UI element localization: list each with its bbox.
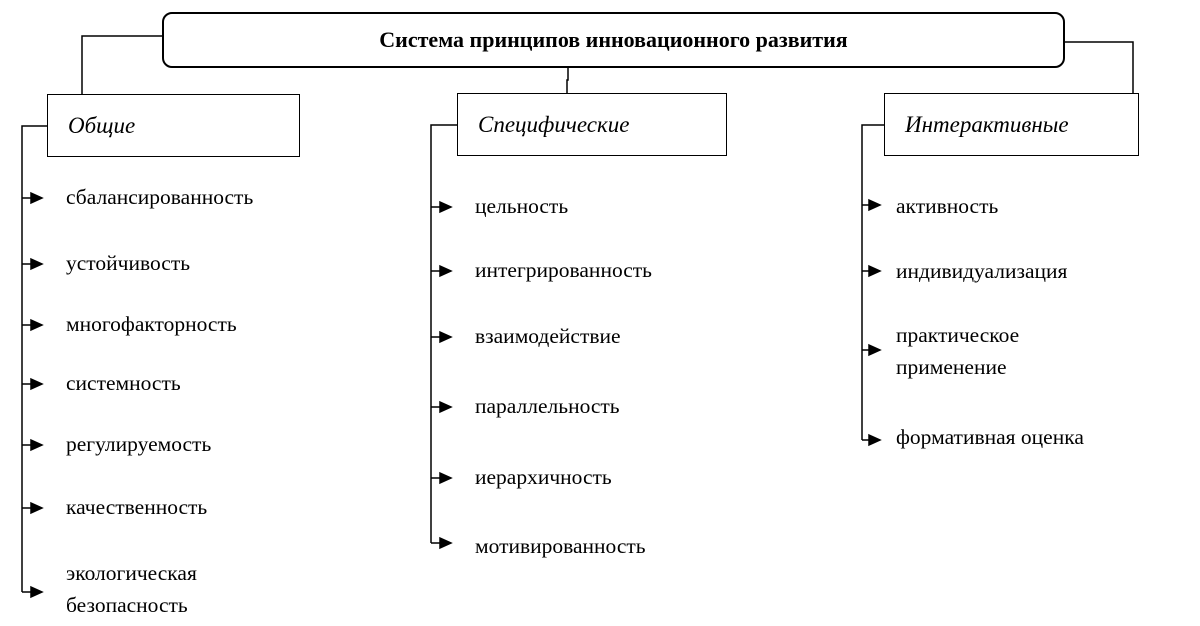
category-label: Интерактивные — [905, 111, 1069, 137]
list-item: устойчивость — [66, 251, 191, 275]
list-item: сбалансированность — [66, 185, 254, 209]
list-item: цельность — [475, 194, 569, 218]
root-title: Система принципов инновационного развити… — [379, 27, 848, 52]
root-node: Система принципов инновационного развити… — [162, 12, 1065, 68]
list-item: параллельность — [475, 394, 620, 418]
list-item: интегрированность — [475, 258, 652, 282]
list-item: качественность — [66, 495, 208, 519]
list-item: активность — [896, 194, 999, 218]
category-specific: Специфические — [457, 93, 727, 156]
list-item: практическое применение — [896, 323, 1020, 379]
list-item: системность — [66, 371, 181, 395]
list-item: регулируемость — [66, 432, 212, 456]
list-item: формативная оценка — [896, 425, 1084, 449]
list-item: взаимодействие — [475, 324, 621, 348]
category-general: Общие — [47, 94, 300, 157]
list-item: многофакторность — [66, 312, 237, 336]
category-interactive: Интерактивные — [884, 93, 1139, 156]
list-item: экологическая безопасность — [66, 561, 197, 617]
category-label: Специфические — [478, 111, 630, 137]
list-item: мотивированность — [475, 534, 646, 558]
category-label: Общие — [68, 112, 136, 138]
list-item: индивидуализация — [896, 259, 1068, 283]
list-item: иерархичность — [475, 465, 612, 489]
